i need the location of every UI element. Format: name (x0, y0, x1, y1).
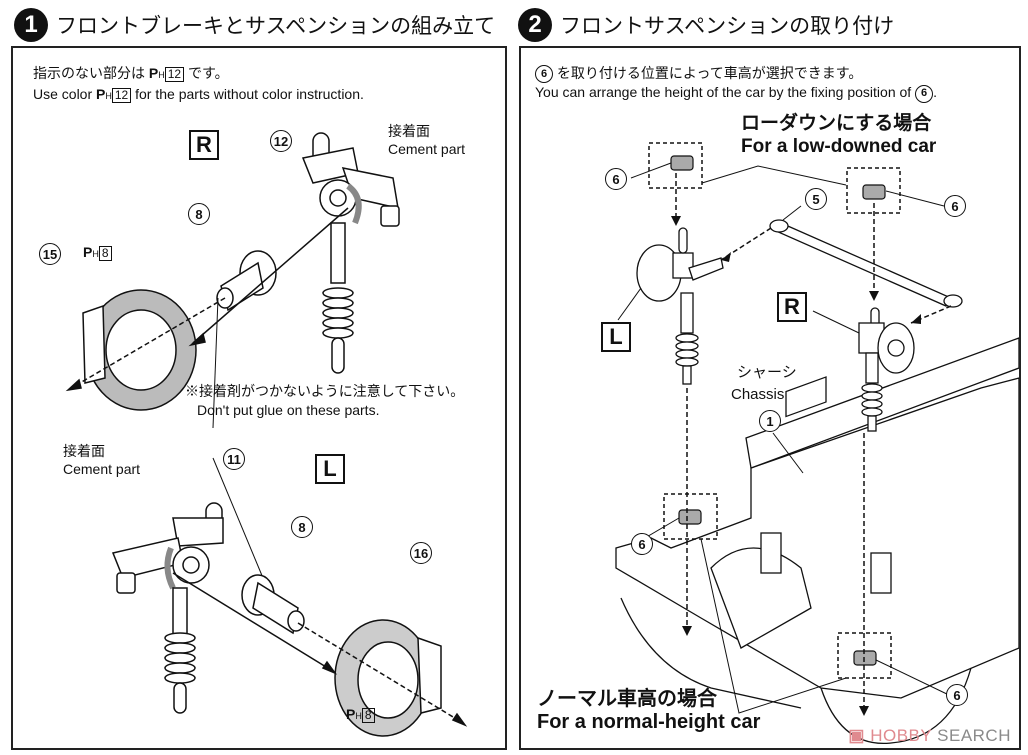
step-2-note: 6 を取り付ける位置によって車高が選択できます。 You can arrange… (535, 64, 937, 103)
normal-height-caption: ノーマル車高の場合 For a normal-height car (537, 688, 761, 733)
step-2-number: 2 (518, 8, 552, 42)
knuckle-left (636, 227, 724, 385)
side-label-right: R (777, 292, 807, 322)
part-15: 15 (39, 243, 61, 265)
low-down-caption: ローダウンにする場合 For a low-downed car (741, 113, 937, 157)
side-label-right: R (189, 130, 219, 160)
step-2-panel: 6 を取り付ける位置によって車高が選択できます。 You can arrange… (519, 46, 1021, 750)
spring-right (322, 287, 354, 339)
step-1-heading: 1 フロントブレーキとサスペンションの組み立て (14, 8, 495, 42)
assembly-arrow-right (192, 207, 349, 344)
spacer-low-left (670, 155, 694, 171)
part-1: 1 (759, 410, 781, 432)
assembly-arrow-left (172, 572, 332, 671)
spacer-low-right (862, 184, 886, 200)
glue-warning: ※接着剤がつかないように注意して下さい。 Don't put glue on t… (185, 383, 465, 418)
side-label-left: L (601, 322, 631, 352)
cement-area-right (346, 183, 362, 225)
step-1-illustration (65, 132, 468, 737)
cement-label-right: 接着面 Cement part (388, 123, 466, 157)
step-2-heading: 2 フロントサスペンションの取り付け (518, 8, 894, 42)
cement-label-left: 接着面 Cement part (63, 443, 141, 477)
watermark-logo-icon: ▣ (848, 726, 865, 745)
step-1-title: フロントブレーキとサスペンションの組み立て (56, 14, 496, 38)
chassis-body (615, 377, 1019, 699)
part-6-normal-left: 6 (631, 533, 653, 555)
step-2-title: フロントサスペンションの取り付け (560, 14, 895, 38)
part-5: 5 (805, 188, 827, 210)
cement-area-left (164, 546, 176, 590)
part-12: 12 (270, 130, 292, 152)
chassis-label: シャーシ Chassis (731, 364, 797, 403)
spring-left (164, 632, 196, 684)
step-2-illustration (615, 142, 1019, 745)
spacer-normal-right (853, 650, 877, 666)
part-6-low-right: 6 (944, 195, 966, 217)
step-1-number: 1 (14, 8, 48, 42)
knuckle-right (858, 307, 915, 432)
part-6-low-left: 6 (605, 168, 627, 190)
part-16: 16 (410, 542, 432, 564)
side-label-left: L (315, 454, 345, 484)
part-6-normal-right: 6 (946, 684, 968, 706)
part-8-right: 8 (188, 203, 210, 225)
hobby-search-watermark: ▣ HOBBY SEARCH (848, 726, 1011, 745)
part-11: 11 (223, 448, 245, 470)
spacer-normal-left (678, 509, 702, 525)
part-8-left: 8 (291, 516, 313, 538)
